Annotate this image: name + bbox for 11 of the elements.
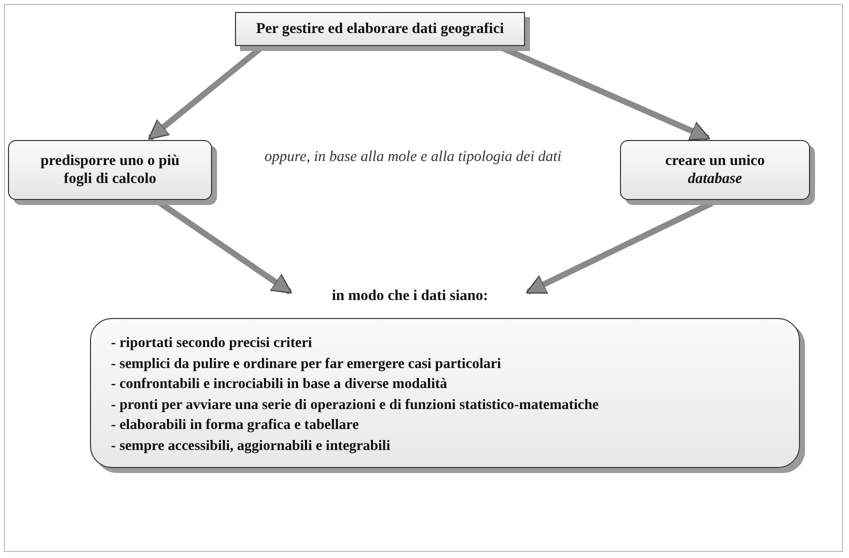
box-text: creare un unico database <box>664 152 766 188</box>
list-item: - sempre accessibili, aggiornabili e integrabili <box>111 436 392 456</box>
list-item: - confrontabili e incrociabili in base a diverse modalità <box>111 375 448 394</box>
list-item: - elaborabili in forma grafica e tabellare <box>111 416 360 436</box>
box-text: Per gestire ed elaborare dati geografici <box>256 20 504 38</box>
result-heading: in modo che i dati siano: <box>300 288 520 312</box>
list-item: - semplici da pulire e ordinare per far emergere casi particolari <box>111 354 502 374</box>
list-item: - pronti per avviare una serie di operazioni e di funzioni statistico-matematiche <box>111 396 600 415</box>
list-item: - riportati secondo precisi criteri <box>111 334 314 353</box>
note-text: oppure, in base alla mole e alla tipologia dei dati <box>264 148 562 167</box>
box-text: predisporre uno o più fogli di calcolo <box>39 152 181 188</box>
